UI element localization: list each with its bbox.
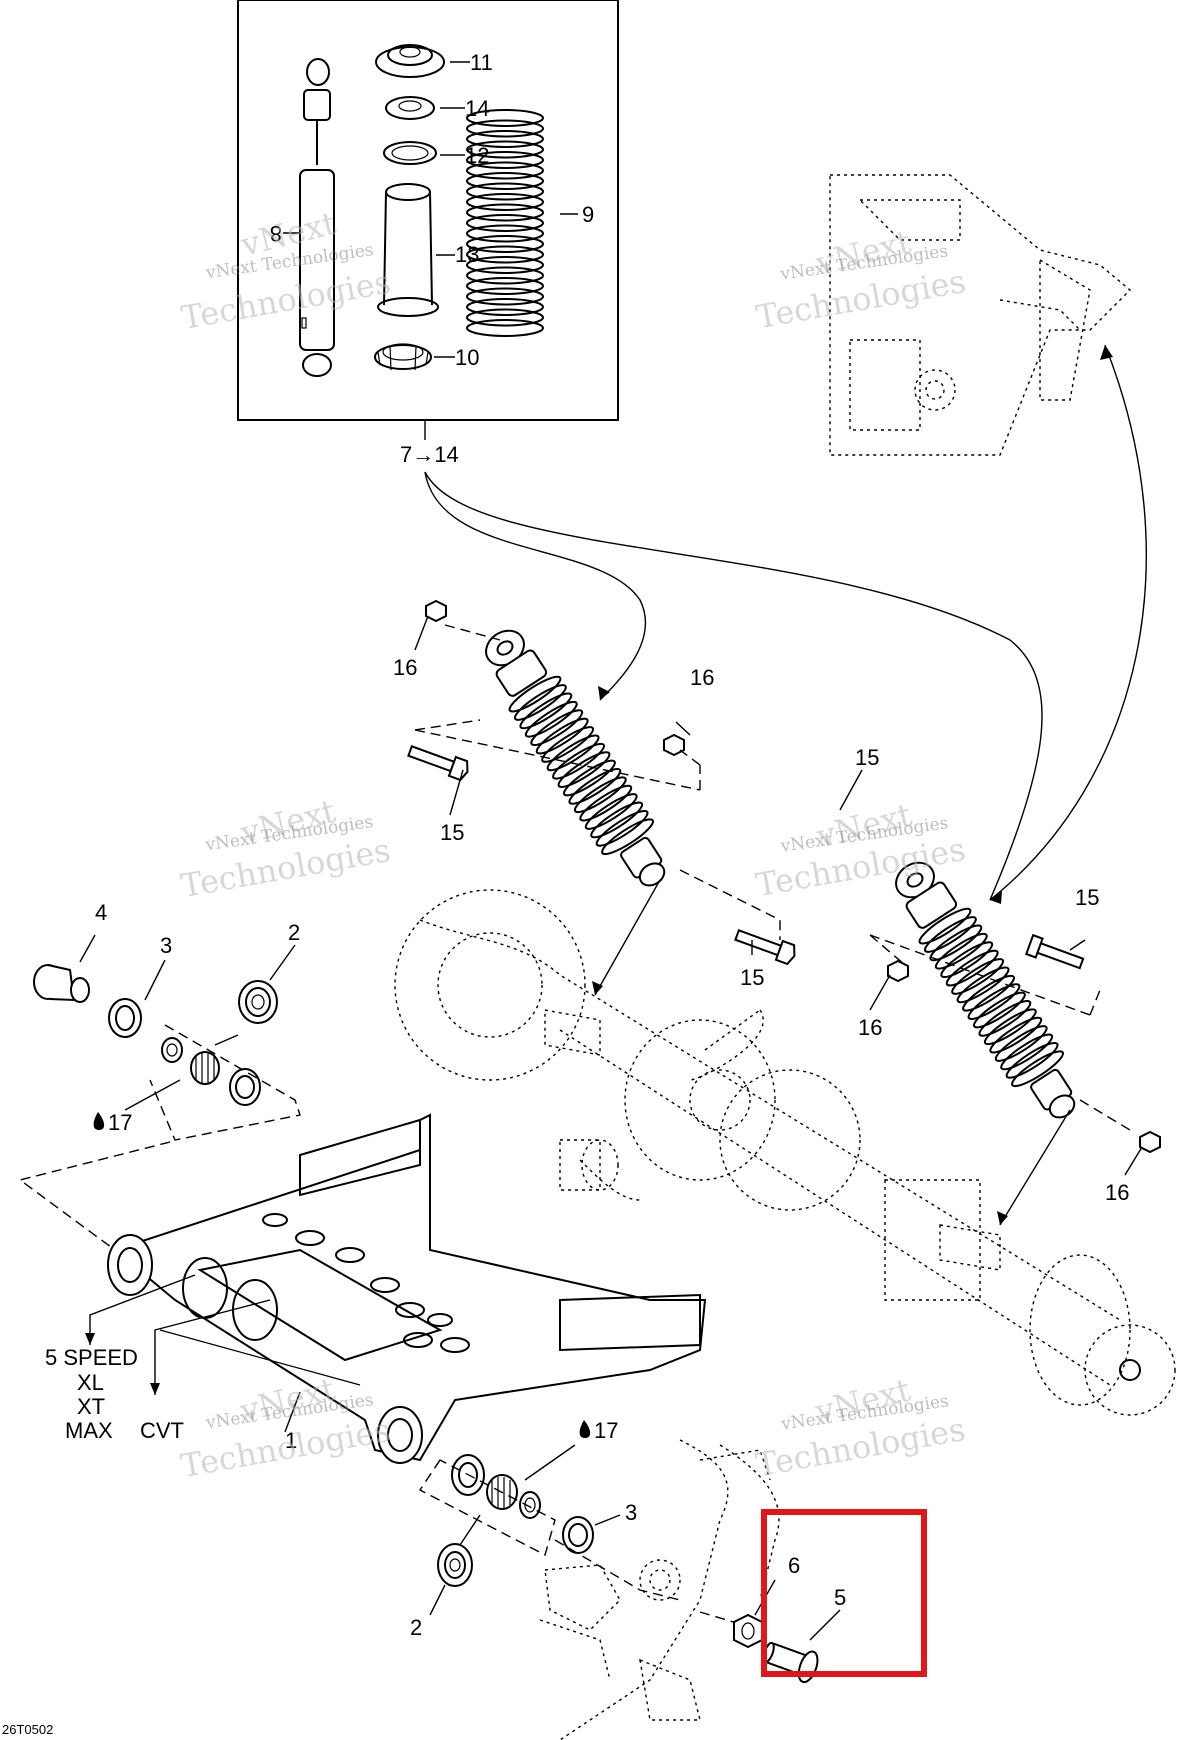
callout-15-right: 15 [1075,885,1099,910]
callout-9: 9 [582,202,594,227]
connector-curve-right [424,471,1043,901]
callout-3-left: 3 [160,933,172,958]
callout-10: 10 [455,345,479,370]
washer-part-12 [383,141,437,165]
seal-part-3-right [562,1516,594,1554]
variant-cvt: CVT [140,1418,184,1443]
callout-6: 6 [788,1553,800,1578]
callout-15-bottom: 15 [740,965,764,990]
callout-14: 14 [465,96,489,121]
grease-icon-left [93,1112,105,1130]
watermark-3: vNext vNext Technologies Technologies [178,792,393,905]
spacer-ring-right [519,1491,541,1519]
variant-max: MAX [65,1418,113,1443]
connector-curve-left [424,471,647,701]
callout-16-left-bottom: 16 [690,665,714,690]
right-shock-assembly [895,861,1076,1119]
coil-spring-part-9 [466,109,544,337]
needle-bearing-left [190,1051,220,1085]
diagram-code: 26T0502 [2,1722,53,1737]
callout-8: 8 [270,221,282,246]
callout-2-top: 2 [288,920,300,945]
callout-16-left-top: 16 [393,655,417,680]
spring-adjuster-part-10 [374,343,432,371]
kit-range-label: 7→14 [400,442,459,467]
callout-17-left: 17 [108,1110,132,1135]
shock-body-part-8 [299,58,335,377]
callout-11: 11 [470,50,493,75]
callout-2-bottom: 2 [410,1615,422,1640]
sleeve-part-13 [377,183,439,317]
shock-hardware: 16 16 15 15 15 15 16 16 [393,599,1161,1205]
callout-15-right-top: 15 [855,745,879,770]
spacer-ring [161,1037,183,1063]
swing-arm-part-1: 1 [107,1113,707,1464]
callout-16-right-bottom: 16 [1105,1180,1129,1205]
nut-part-6 [733,1579,776,1649]
callout-16-right-top: 16 [858,1015,882,1040]
variant-xt: XT [77,1394,105,1419]
callout-12: 12 [465,143,489,168]
right-bearing-group: 17 3 2 [410,1418,761,1640]
callout-3-right: 3 [625,1500,637,1525]
watermark-6: vNext vNext Technologies Technologies [753,1371,968,1485]
grease-icon-right [579,1420,591,1438]
callout-17-right: 17 [594,1418,618,1443]
callout-1: 1 [285,1428,297,1453]
frame-mount-detail [829,174,1132,456]
spring-cap-part-11 [375,44,445,78]
callout-15-left: 15 [440,820,464,845]
bearing-part-2-top [238,980,278,1024]
callout-13: 13 [455,242,479,267]
shock-kit-inset: 11 14 12 13 10 9 8 [237,0,619,421]
connector-curve-frame [989,344,1147,901]
left-shock-assembly [485,629,666,887]
bushing-part-4 [33,964,90,1003]
watermark-1: vNext vNext Technologies Technologies [178,204,393,337]
bearing-part-2-bottom [437,1543,473,1587]
seal-part-3-left [108,998,142,1038]
inset-frame [237,0,619,421]
callout-5: 5 [834,1585,846,1610]
lower-frame-detail [539,1439,780,1740]
rear-axle-housing [394,889,1176,1416]
left-bearing-group: 4 3 2 17 [18,900,301,1251]
callout-4: 4 [95,900,107,925]
highlight-box [761,1509,927,1677]
variant-5-speed: 5 SPEED [45,1345,138,1370]
outer-race-left [229,1068,261,1106]
variant-xl: XL [77,1370,104,1395]
retaining-clip-part-14 [385,96,435,120]
